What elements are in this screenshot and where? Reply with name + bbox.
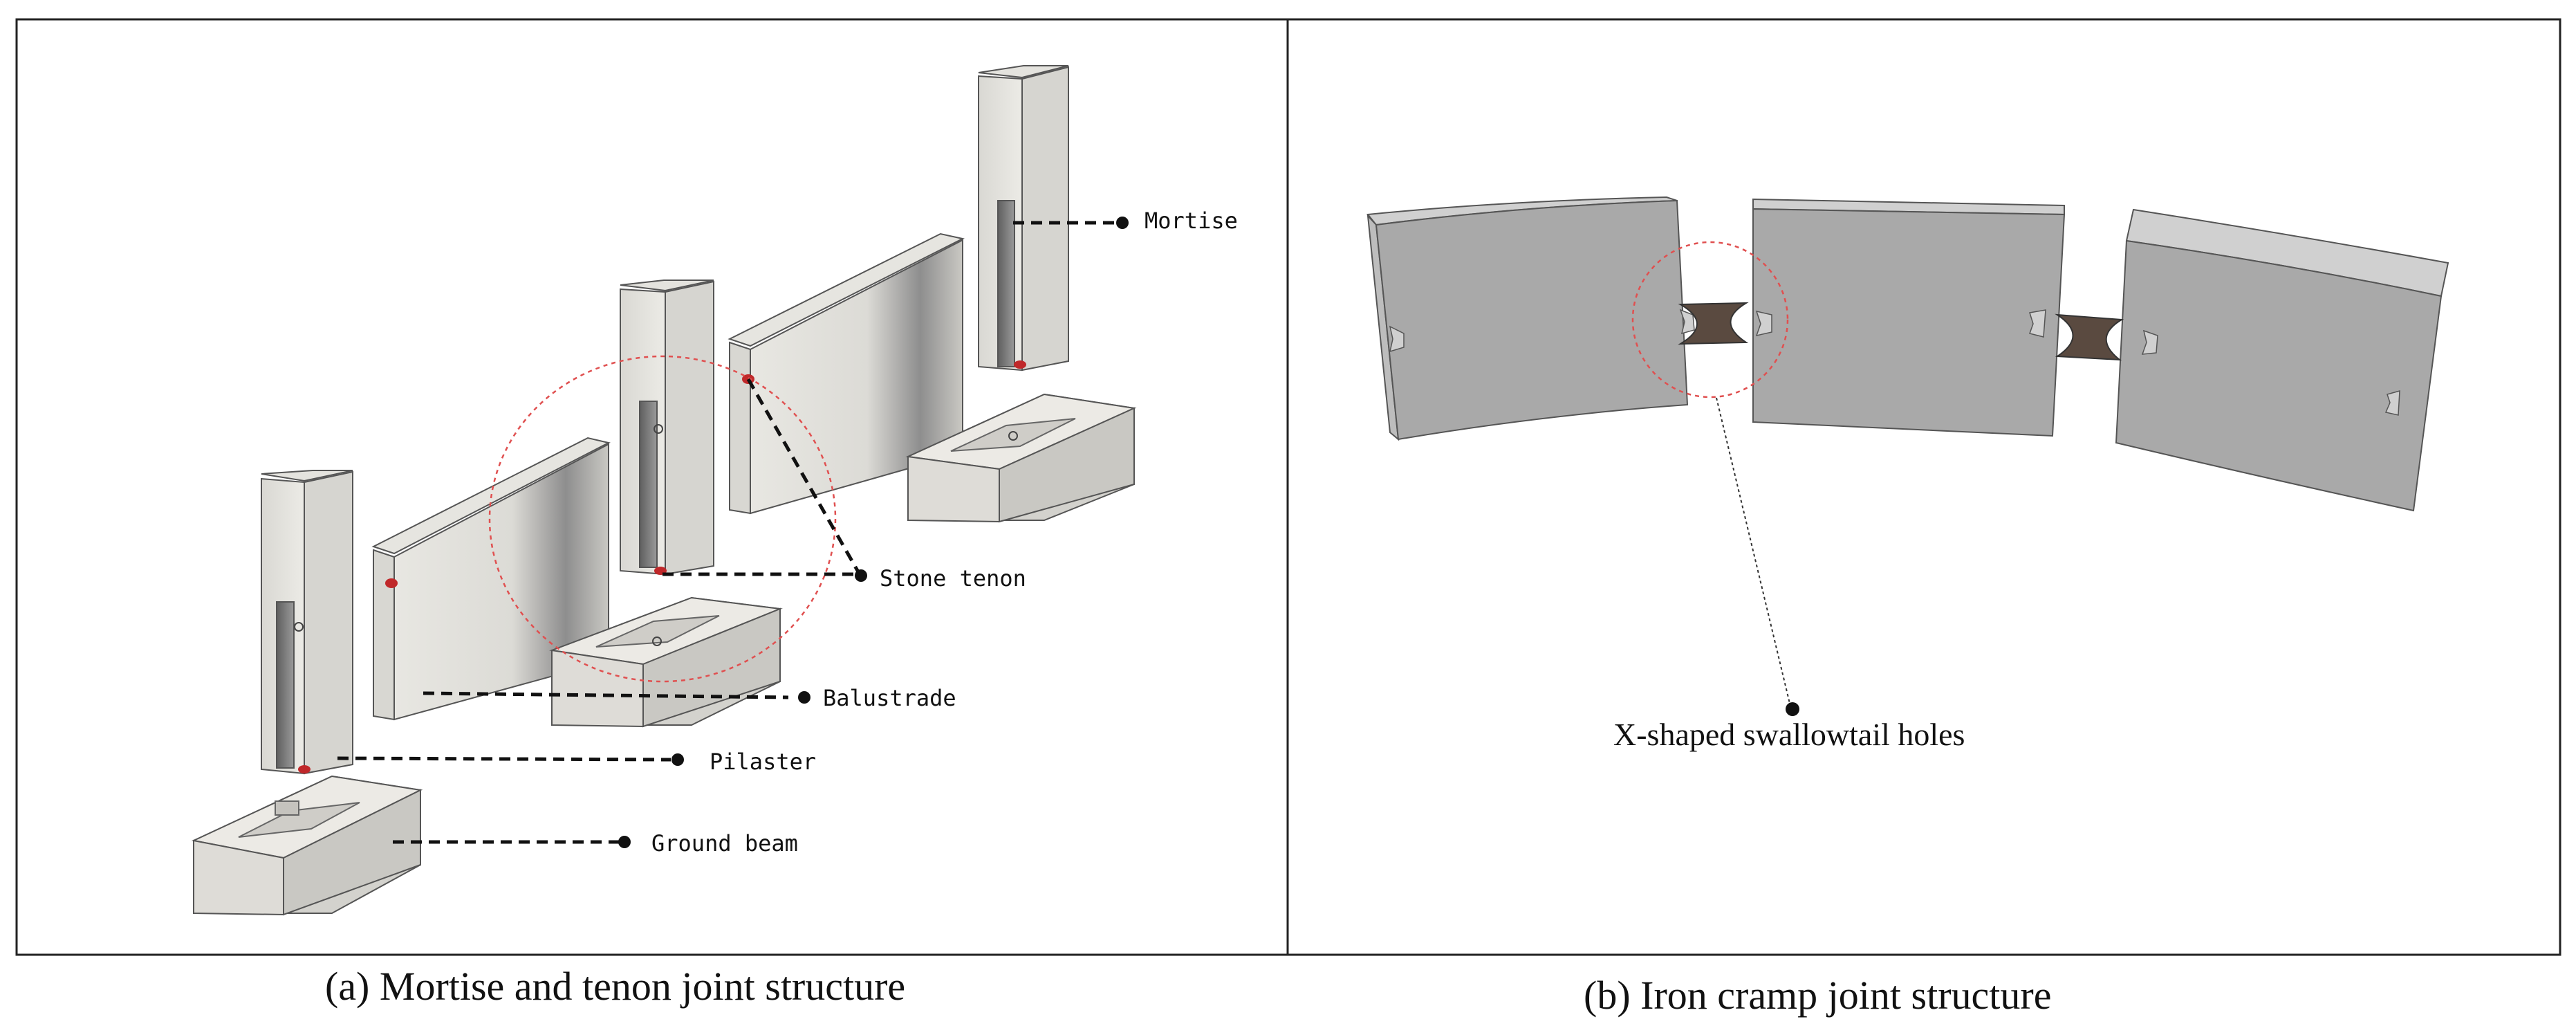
stone-block-middle	[1752, 198, 2066, 437]
pilaster-dot	[671, 753, 684, 766]
stone-tenon-dot	[855, 569, 867, 582]
ground-beam-front	[191, 775, 423, 916]
balustrade-back	[728, 232, 965, 515]
panel-b-drawing: X-shaped swallowtail holes	[1366, 196, 2449, 752]
balustrade-dot	[798, 691, 810, 704]
stone-block-right	[2115, 208, 2449, 512]
ground-beam-back	[905, 393, 1137, 523]
pilaster-back	[978, 65, 1069, 372]
caption-panel-a: (a) Mortise and tenon joint structure	[325, 964, 906, 1009]
ground-beam-dot	[618, 836, 631, 848]
caption-panel-b: (b) Iron cramp joint structure	[1584, 973, 2052, 1018]
iron-cramp-right	[2055, 313, 2124, 361]
mortise-dot	[1116, 217, 1129, 229]
label-ground-beam: Ground beam	[651, 830, 798, 857]
label-balustrade: Balustrade	[823, 685, 956, 711]
panel-a-drawing: Mortise Stone tenon Balustrade Pilaster …	[191, 65, 1238, 916]
ground-beam-middle	[549, 596, 783, 728]
highlight-circle-a	[488, 355, 837, 683]
label-pilaster: Pilaster	[710, 749, 816, 775]
label-mortise: Mortise	[1145, 208, 1238, 234]
highlight-circle-b	[1631, 241, 1789, 399]
stone-block-left	[1366, 196, 1695, 441]
iron-cramp-left	[1678, 302, 1749, 345]
pilaster-middle	[620, 280, 714, 576]
label-swallowtail: X-shaped swallowtail holes	[1613, 717, 1965, 752]
label-stone-tenon: Stone tenon	[880, 565, 1026, 592]
pilaster-front	[261, 470, 353, 775]
swallowtail-dot	[1786, 702, 1799, 716]
